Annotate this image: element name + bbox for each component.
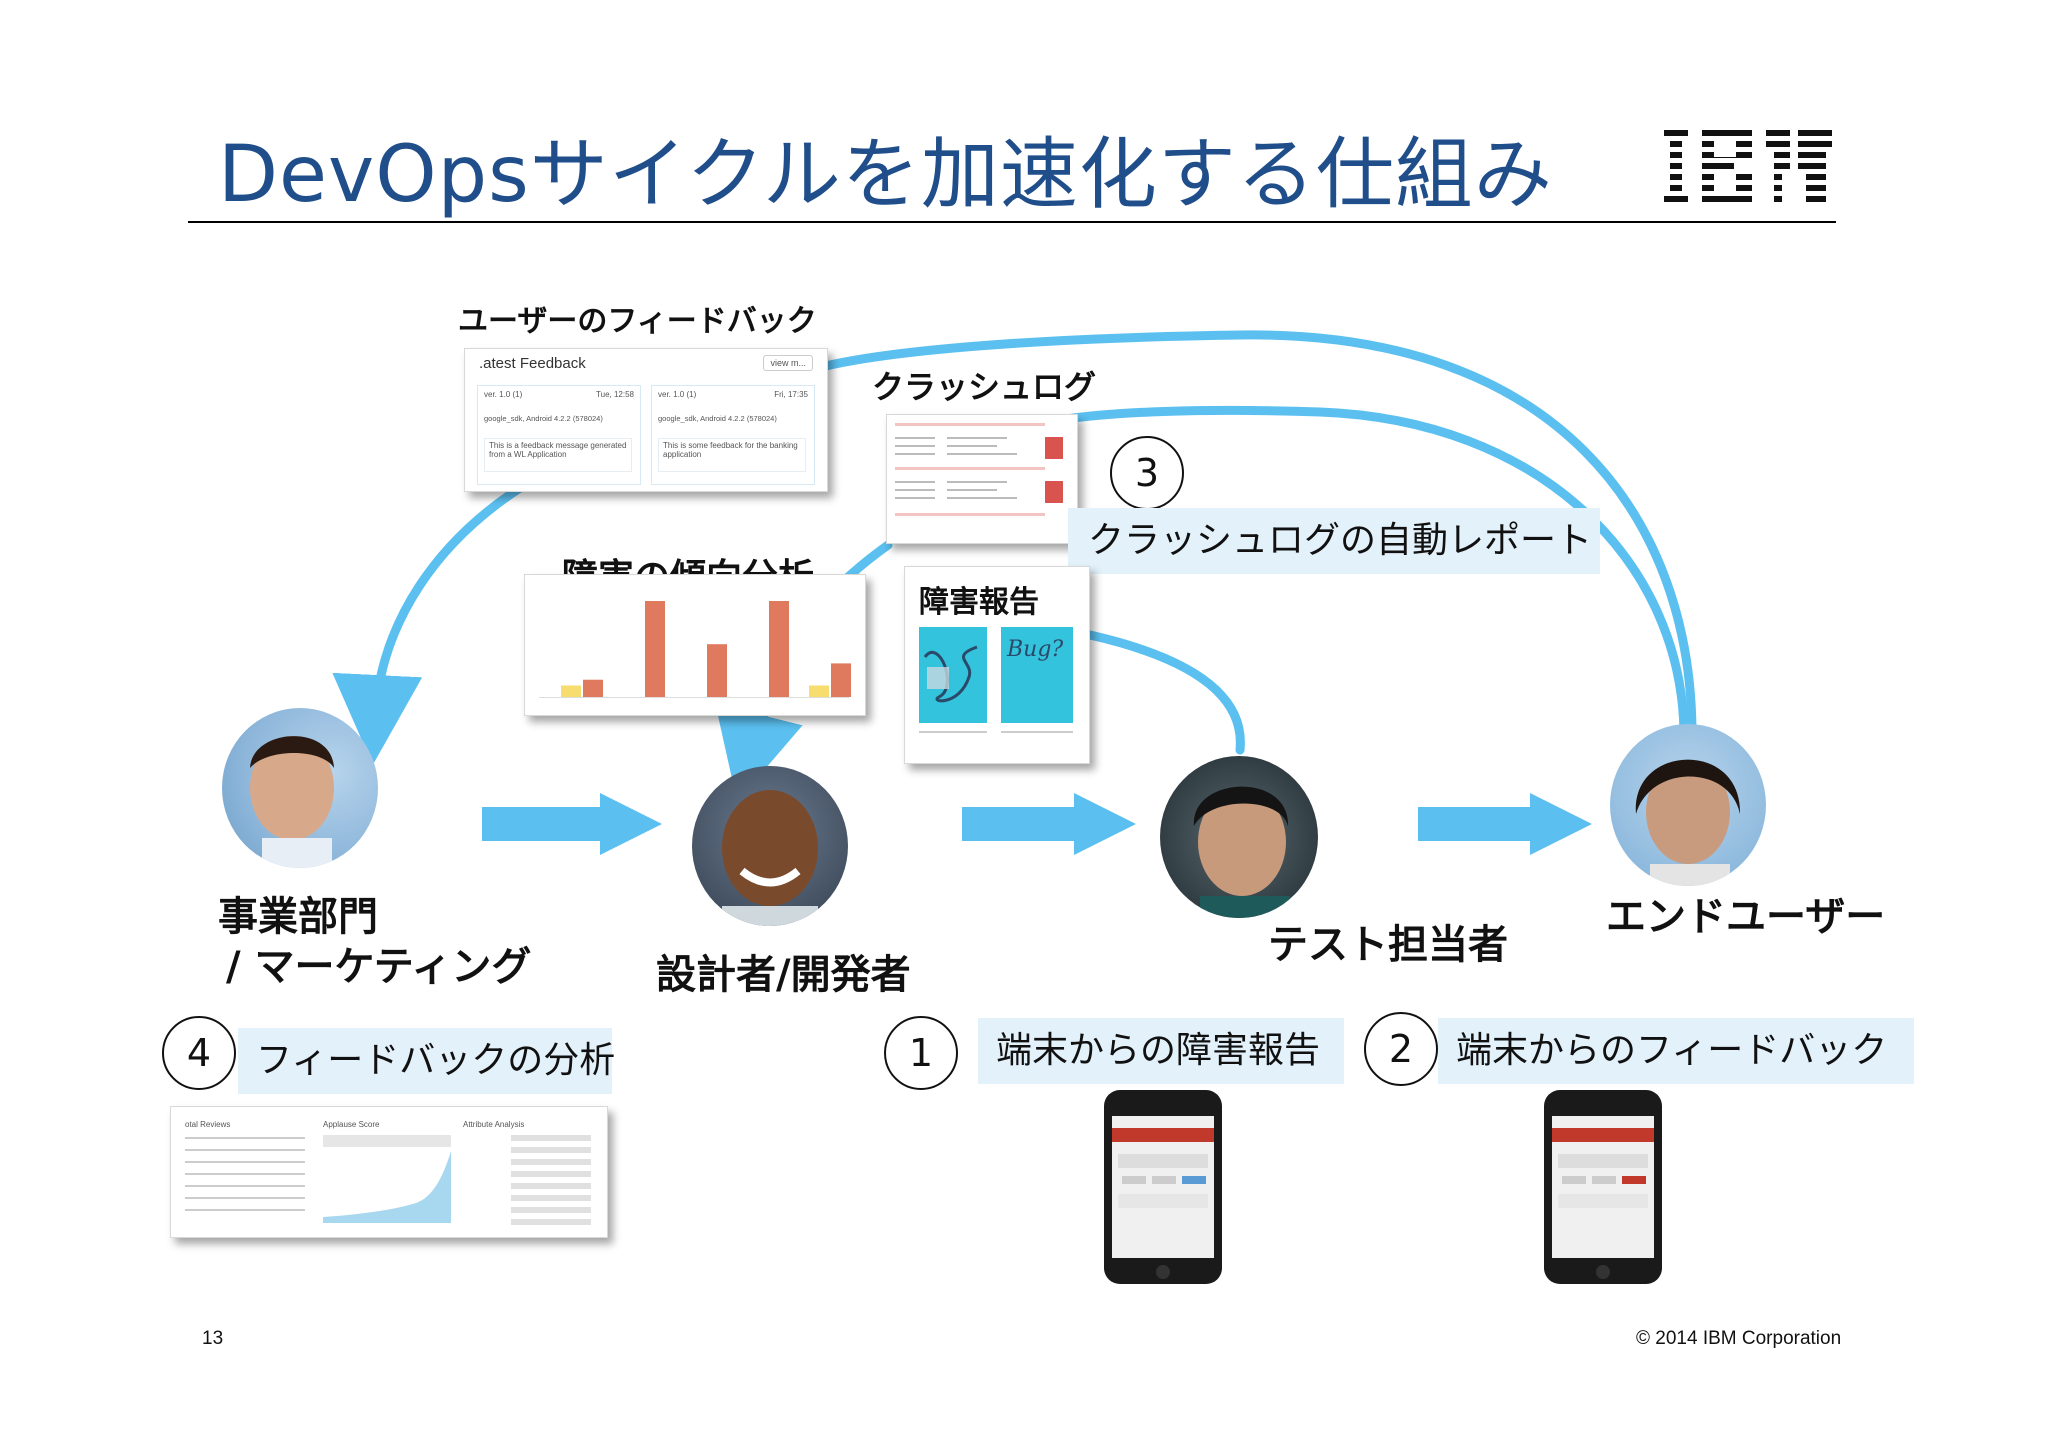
step-3-circle: 3: [1110, 436, 1184, 510]
arrow-developer-to-tester: [962, 793, 1136, 855]
trend-chart: [539, 601, 851, 698]
bug-handwriting: Bug?: [1007, 637, 1064, 662]
business-avatar: [222, 708, 378, 868]
card-device: google_sdk, Android 4.2.2 (578024): [658, 414, 777, 423]
card-device: google_sdk, Android 4.2.2 (578024): [484, 414, 603, 423]
view-more-button[interactable]: view m...: [763, 355, 813, 371]
analytics-panel: otal Reviews Applause Score Attribute An…: [170, 1106, 608, 1238]
analytics-preview: otal Reviews Applause Score Attribute An…: [185, 1120, 591, 1225]
arrow-business-to-developer: [482, 793, 662, 855]
arc-feedback-to-business: [332, 483, 525, 765]
trend-chart-panel: [524, 574, 866, 716]
tester-avatar: [1160, 756, 1318, 918]
feedback-card: ver. 1.0 (1) Fri, 17:35 google_sdk, Andr…: [651, 385, 815, 485]
ibm-logo: [1656, 130, 1832, 202]
arrow-tester-to-enduser: [1418, 793, 1592, 855]
card-message: This is some feedback for the banking ap…: [658, 438, 806, 472]
arc-report-to-tester: [1085, 630, 1245, 755]
trend-bar: [769, 601, 789, 697]
svg-text:otal Reviews: otal Reviews: [185, 1120, 230, 1129]
end-user-avatar: [1610, 724, 1766, 886]
role-tester: テスト担当者: [1268, 922, 1508, 968]
step-1-band: 端末からの障害報告: [978, 1018, 1344, 1084]
card-version: ver. 1.0 (1): [658, 390, 697, 399]
copyright: © 2014 IBM Corporation: [1636, 1328, 1842, 1349]
trend-bar: [645, 601, 665, 697]
thumb-caption-line: [1001, 731, 1073, 733]
feedback-panel: .atest Feedback view m... ver. 1.0 (1) T…: [464, 348, 828, 492]
step-2-band: 端末からのフィードバック: [1438, 1018, 1914, 1084]
slide-title: DevOpsサイクルを加速化する仕組み: [218, 130, 1553, 220]
step-1-circle: 1: [884, 1016, 958, 1090]
step-2-circle: 2: [1364, 1012, 1438, 1086]
role-developer: 設計者/開発者: [656, 952, 911, 998]
card-version: ver. 1.0 (1): [484, 390, 523, 399]
arc-enduser-to-crashlog: [1055, 405, 1689, 735]
trend-bar: [831, 663, 851, 697]
role-end-user: エンドユーザー: [1606, 894, 1886, 940]
svg-text:Applause Score: Applause Score: [323, 1120, 380, 1129]
label-issue-report: 障害報告: [919, 585, 1039, 620]
card-message: This is a feedback message generated fro…: [484, 438, 632, 472]
step-3-band: クラッシュログの自動レポート: [1068, 508, 1600, 574]
developer-avatar: [692, 766, 848, 926]
feedback-card: ver. 1.0 (1) Tue, 12:58 google_sdk, Andr…: [477, 385, 641, 485]
arc-enduser-to-feedback: [805, 330, 1697, 735]
card-date: Fri, 17:35: [774, 390, 808, 399]
feedback-heading: .atest Feedback: [479, 355, 586, 372]
role-business-line2: / マーケティング: [226, 944, 532, 990]
label-user-feedback: ユーザーのフィードバック: [458, 304, 817, 339]
crash-log-panel: [886, 414, 1078, 544]
svg-text:Attribute Analysis: Attribute Analysis: [463, 1120, 524, 1129]
trend-bar: [583, 679, 603, 697]
screenshot-thumb-1: [919, 627, 987, 723]
phone-device-1: [1104, 1090, 1222, 1284]
page-number: 13: [202, 1328, 224, 1349]
thumb-caption-line: [919, 731, 987, 733]
step-4-band: フィードバックの分析: [238, 1028, 615, 1094]
screenshot-thumb-2: Bug?: [1001, 627, 1073, 723]
step-4-circle: 4: [162, 1016, 236, 1090]
title-divider: [188, 221, 1836, 223]
issue-report-panel: 障害報告 Bug?: [904, 566, 1090, 764]
trend-bar-secondary: [809, 685, 829, 697]
crash-log-preview: [895, 423, 1063, 516]
trend-bar: [707, 644, 727, 697]
phone-device-2: [1544, 1090, 1662, 1284]
label-crash-log: クラッシュログ: [872, 368, 1097, 406]
role-business-line1: 事業部門: [218, 894, 378, 940]
card-date: Tue, 12:58: [596, 390, 634, 399]
trend-bar-secondary: [561, 685, 581, 697]
trend-axis: [539, 697, 849, 698]
